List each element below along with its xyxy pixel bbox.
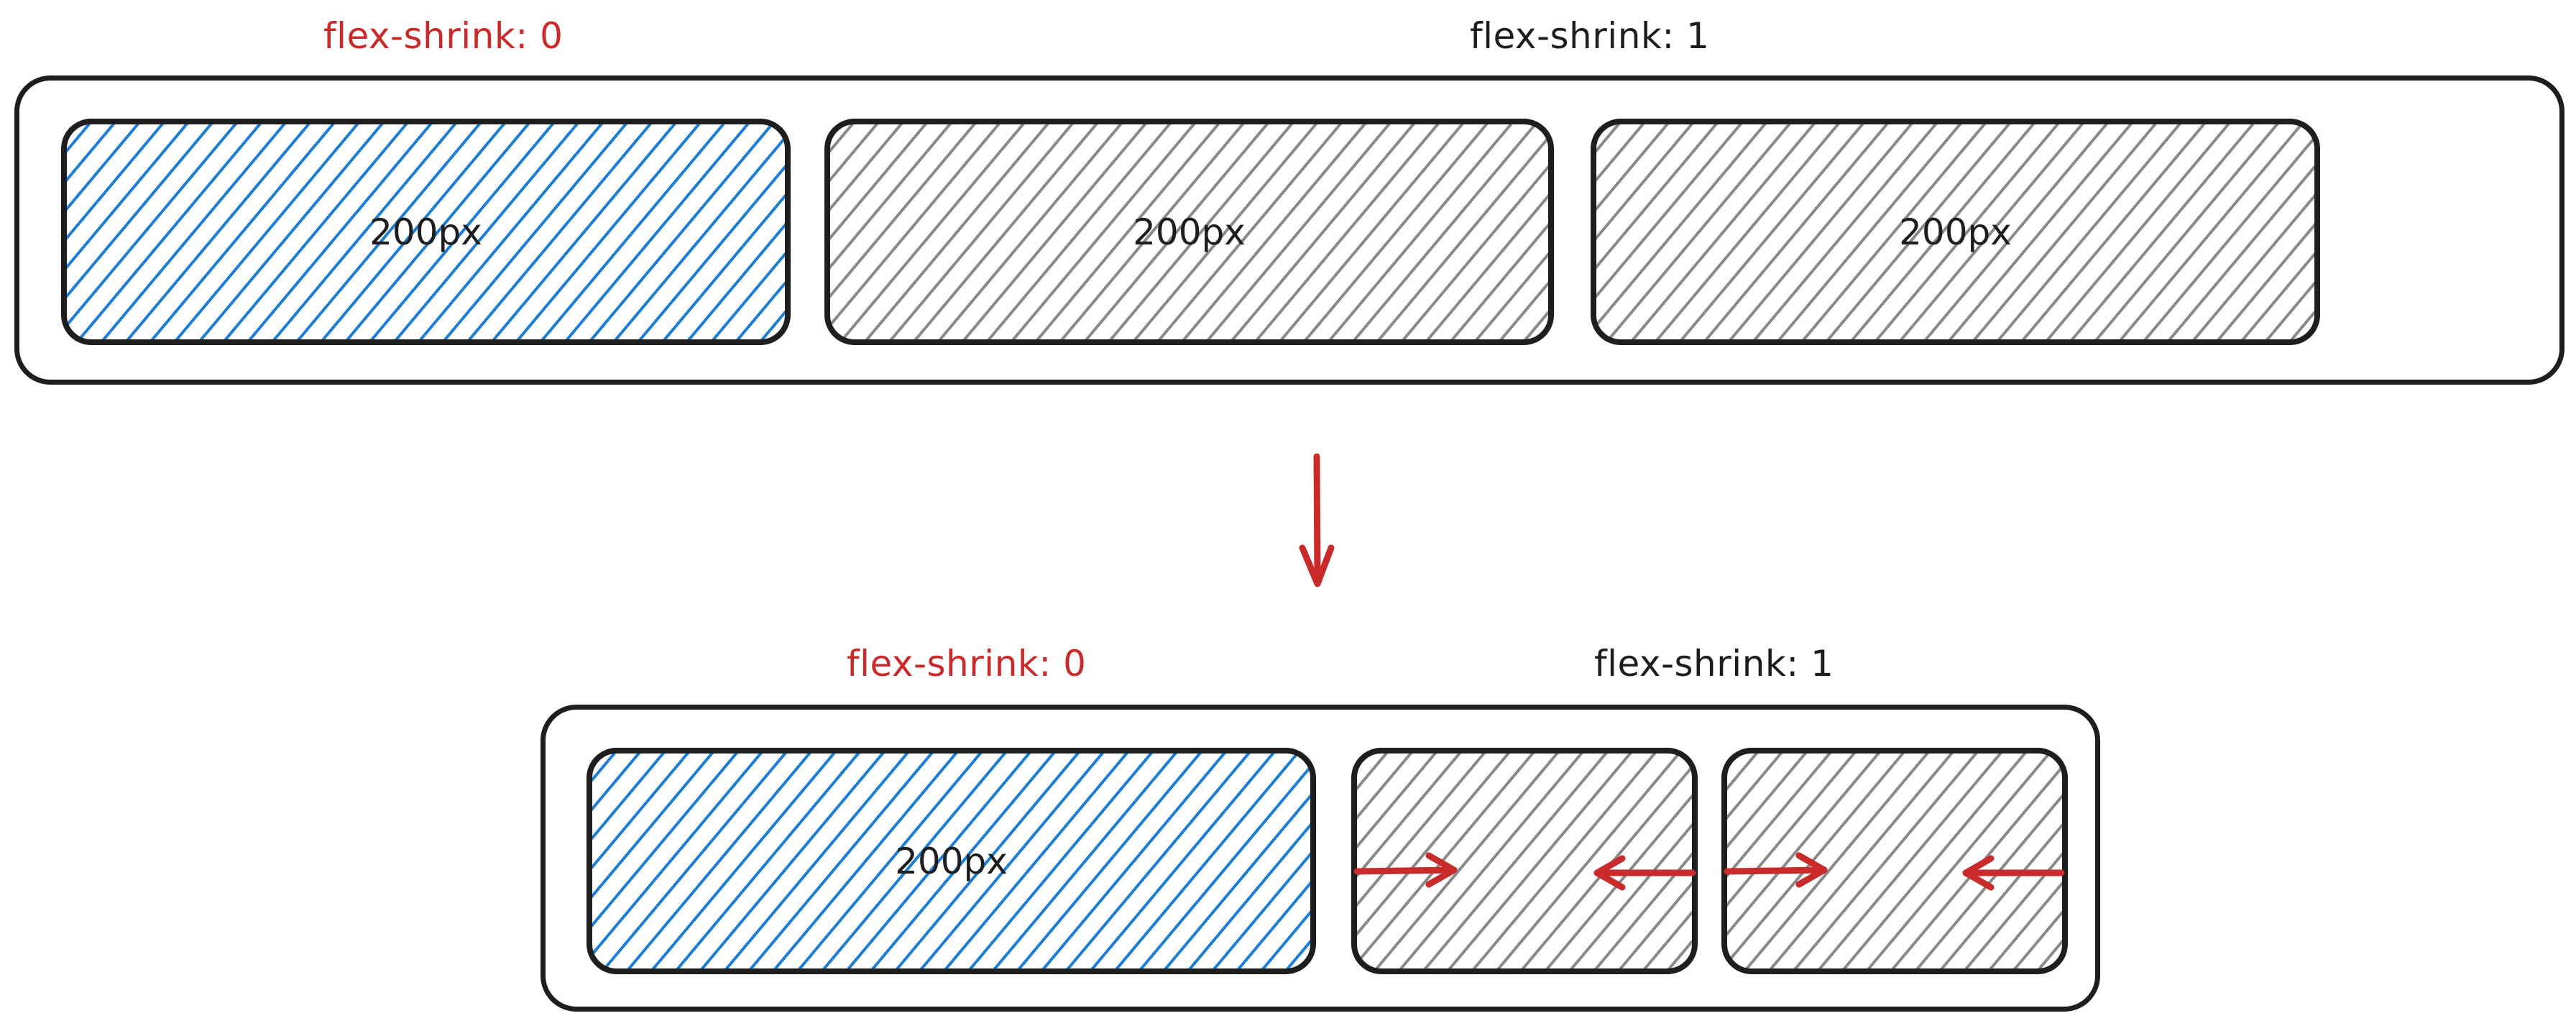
bottom-label-flex-shrink-0: flex-shrink: 0: [847, 643, 1087, 684]
bottom-flex-container: [540, 705, 2100, 1012]
bottom-item-2-shrunk: [1351, 748, 1698, 974]
top-item-1-label: 200px: [369, 211, 482, 253]
top-item-3-label: 200px: [1899, 211, 2012, 253]
top-item-2-shrink: 200px: [824, 119, 1554, 345]
top-label-flex-shrink-1: flex-shrink: 1: [1470, 15, 1710, 57]
down-arrow-icon: [1299, 453, 1335, 587]
top-item-3-shrink: 200px: [1591, 119, 2320, 345]
top-item-1-no-shrink: 200px: [61, 119, 791, 345]
top-item-2-label: 200px: [1133, 211, 1246, 253]
top-flex-container: [14, 75, 2564, 385]
bottom-label-flex-shrink-1: flex-shrink: 1: [1594, 643, 1834, 684]
bottom-item-1-label: 200px: [895, 840, 1008, 882]
top-label-flex-shrink-0: flex-shrink: 0: [323, 15, 564, 57]
bottom-item-3-shrunk: [1721, 748, 2068, 974]
bottom-item-1-no-shrink: 200px: [586, 748, 1316, 974]
